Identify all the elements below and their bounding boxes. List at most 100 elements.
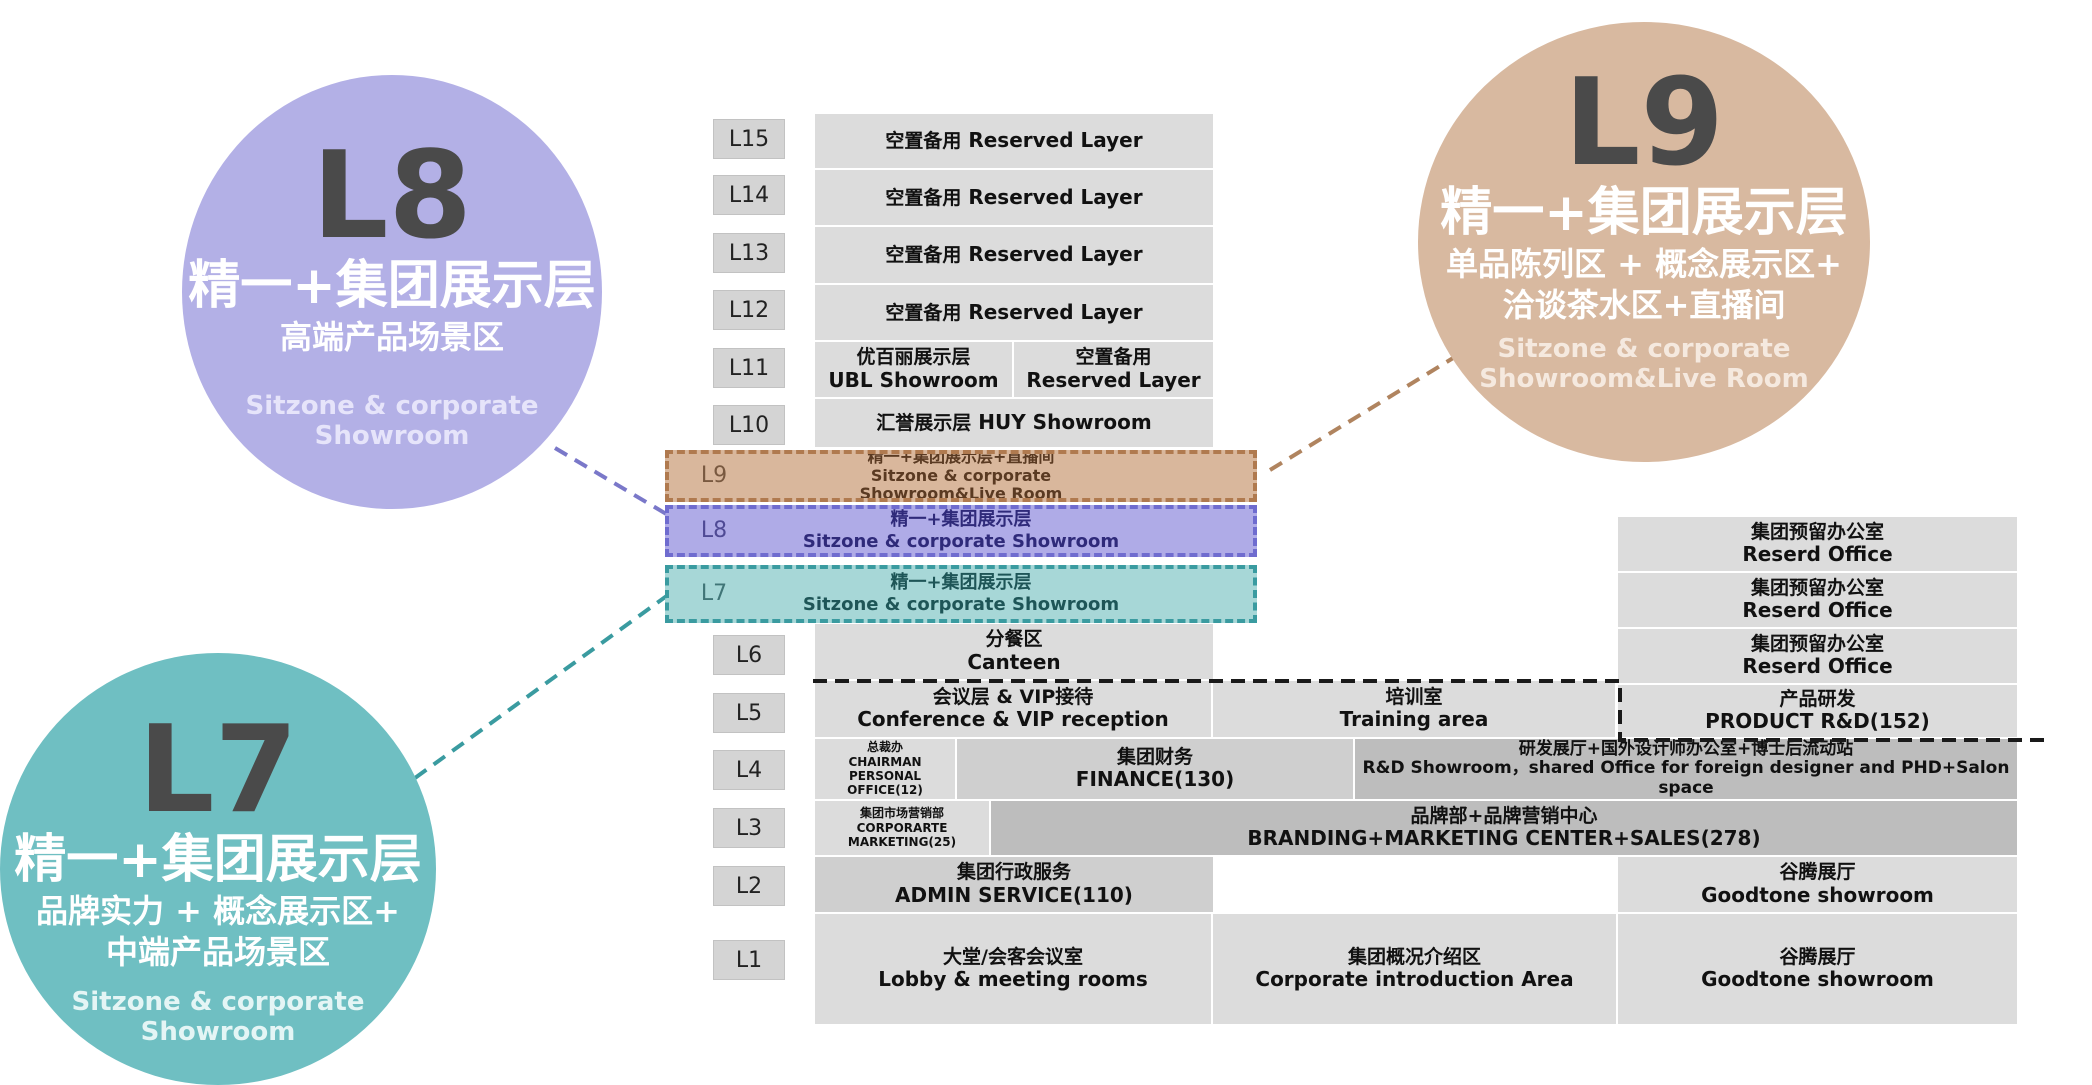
annex-3-zh: 集团预留办公室 — [1750, 632, 1884, 655]
floor-l1-intro-zh: 集团概况介绍区 — [1347, 945, 1481, 968]
floor-l7-highlight: L7 精一+集团展示层 Sitzone & corporate Showroom — [665, 565, 1257, 623]
floor-l4-finance: 集团财务 FINANCE(130) — [957, 737, 1355, 799]
floor-l4-chairman-zh: 总裁办 — [866, 740, 903, 755]
l7-connector — [413, 593, 670, 780]
floor-l8-zh: 精一+集团展示层 — [890, 508, 1032, 530]
floor-l9-level: L9 — [700, 463, 728, 489]
floor-l11-reserved: 空置备用 Reserved Layer — [1014, 340, 1213, 397]
l9-callout-title: 精一+集团展示层 — [1440, 183, 1848, 243]
l9-callout-en1: Sitzone & corporate — [1497, 333, 1791, 364]
annex-2-en: Reserd Office — [1742, 598, 1893, 623]
floor-l2-goodtone: 谷腾展厅 Goodtone showroom — [1618, 855, 2017, 912]
floor-l4-rnd-zh: 研发展厅+国外设计师办公室+博士后流动站 — [1518, 738, 1854, 759]
floor-l9-en2: Showroom&Live Room — [859, 484, 1063, 502]
floor-l3-branding: 品牌部+品牌营销中心 BRANDING+MARKETING CENTER+SAL… — [991, 799, 2017, 855]
floor-l1-goodtone: 谷腾展厅 Goodtone showroom — [1618, 912, 2017, 1024]
level-label-l6: L6 — [713, 635, 785, 675]
floor-l15: 空置备用 Reserved Layer — [815, 112, 1213, 168]
floor-l3-marketing: 集团市场营销部 CORPORARTE MARKETING(25) — [815, 799, 991, 855]
l9-callout-level: L9 — [1564, 54, 1724, 193]
floor-l10-en: HUY Showroom — [978, 410, 1152, 435]
floor-l2-admin-en: ADMIN SERVICE(110) — [895, 882, 1133, 907]
annex-4-en: PRODUCT R&D(152) — [1705, 709, 1930, 734]
floor-l5-conference-en: Conference & VIP reception — [857, 707, 1169, 732]
l7-callout-en2: Showroom — [140, 1016, 296, 1047]
floor-l8-en: Sitzone & corporate Showroom — [802, 531, 1120, 552]
floor-l2-admin-zh: 集团行政服务 — [956, 861, 1071, 884]
floor-l3-branding-en: BRANDING+MARKETING CENTER+SALES(278) — [1247, 826, 1761, 851]
floor-l5-training-zh: 培训室 — [1385, 685, 1443, 708]
floor-l3-marketing-en2: MARKETING(25) — [847, 835, 957, 850]
floor-l7-zh: 精一+集团展示层 — [890, 571, 1032, 593]
level-label-l2: L2 — [713, 866, 785, 906]
l8-callout-title: 精一+集团展示层 — [188, 256, 596, 316]
l9-callout-sub1: 单品陈列区 + 概念展示区+ — [1446, 244, 1842, 283]
floor-l14: 空置备用 Reserved Layer — [815, 168, 1213, 225]
floor-l8-highlight: L8 精一+集团展示层 Sitzone & corporate Showroom — [665, 505, 1257, 557]
floor-l5-conference-zh: 会议层 & VIP接待 — [932, 685, 1094, 708]
floor-l4-rnd-showroom: 研发展厅+国外设计师办公室+博士后流动站 R&D Showroom，shared… — [1355, 737, 2017, 799]
floor-l1-intro-en: Corporate introduction Area — [1255, 967, 1574, 992]
l7-callout-title: 精一+集团展示层 — [14, 830, 422, 890]
floor-l4-finance-en: FINANCE(130) — [1075, 767, 1235, 792]
level-label-l10: L10 — [713, 405, 785, 445]
floor-l11-reserved-en: Reserved Layer — [1026, 367, 1201, 392]
annex-reserved-office-2: 集团预留办公室 Reserd Office — [1618, 571, 2017, 627]
floor-l4-chairman: 总裁办 CHAIRMAN PERSONAL OFFICE(12) — [815, 737, 957, 799]
floor-l7-level: L7 — [700, 581, 728, 607]
floor-l6-en: Canteen — [967, 649, 1061, 674]
floor-l10-zh: 汇誉展示层 — [876, 412, 972, 435]
floor-l11-reserved-zh: 空置备用 — [1075, 346, 1152, 369]
l7-callout-sub2: 中端产品场景区 — [105, 933, 330, 972]
l8-callout-sub1: 高端产品场景区 — [279, 317, 504, 356]
floor-l9-en: Sitzone & corporate — [870, 465, 1052, 485]
annex-2-zh: 集团预留办公室 — [1750, 576, 1884, 599]
floor-l2-goodtone-zh: 谷腾展厅 — [1779, 861, 1856, 884]
floor-l4-chairman-en2: PERSONAL — [848, 769, 922, 783]
floor-l11-ubl-en: UBL Showroom — [828, 367, 999, 392]
floor-l3-marketing-zh: 集团市场营销部 — [859, 806, 944, 821]
floor-l9-highlight: L9 精一+集团展示层+直播间 Sitzone & corporate Show… — [665, 450, 1257, 502]
floor-l4-chairman-en3: OFFICE(12) — [847, 783, 923, 798]
floor-l13-en: Reserved Layer — [968, 242, 1143, 267]
floor-l12-zh: 空置备用 — [885, 301, 962, 324]
l7-callout-sub1: 品牌实力 + 概念展示区+ — [36, 891, 400, 930]
annex-1-zh: 集团预留办公室 — [1750, 520, 1884, 543]
floor-l1-lobby-zh: 大堂/会客会议室 — [943, 945, 1083, 968]
level-label-l1: L1 — [713, 940, 785, 980]
l9-callout-en2: Showroom&Live Room — [1479, 363, 1809, 394]
floor-l11-ubl: 优百丽展示层 UBL Showroom — [815, 340, 1014, 397]
floor-l8-level: L8 — [700, 518, 728, 544]
floor-l6-zh: 分餐区 — [985, 628, 1043, 651]
floor-l13-zh: 空置备用 — [885, 244, 962, 267]
level-label-l11: L11 — [713, 348, 785, 388]
floor-l15-en: Reserved Layer — [968, 128, 1143, 153]
floor-l5-conference: 会议层 & VIP接待 Conference & VIP reception — [815, 679, 1213, 737]
floor-l10: 汇誉展示层 HUY Showroom — [815, 397, 1213, 447]
level-label-l12: L12 — [713, 290, 785, 330]
floor-l7-en: Sitzone & corporate Showroom — [802, 594, 1120, 615]
annex-product-rnd: 产品研发 PRODUCT R&D(152) — [1618, 683, 2017, 737]
floor-l4-finance-zh: 集团财务 — [1116, 745, 1193, 768]
annex-1-en: Reserd Office — [1742, 542, 1893, 567]
l7-callout-circle: L7 精一+集团展示层 品牌实力 + 概念展示区+ 中端产品场景区 Sitzon… — [0, 653, 436, 1085]
floor-l2-admin: 集团行政服务 ADMIN SERVICE(110) — [815, 855, 1213, 912]
l7-callout-en1: Sitzone & corporate — [71, 986, 365, 1017]
level-label-l3: L3 — [713, 808, 785, 848]
level-label-l14: L14 — [713, 175, 785, 215]
floor-l2-goodtone-en: Goodtone showroom — [1701, 882, 1934, 907]
annex-4-zh: 产品研发 — [1779, 687, 1856, 710]
l8-callout-level: L8 — [312, 127, 472, 266]
floor-l1-goodtone-zh: 谷腾展厅 — [1779, 945, 1856, 968]
floor-l1-lobby: 大堂/会客会议室 Lobby & meeting rooms — [815, 912, 1213, 1024]
level-label-l15: L15 — [713, 119, 785, 159]
floor-l9-zh: 精一+集团展示层+直播间 — [867, 450, 1055, 467]
floor-l4-chairman-en: CHAIRMAN — [848, 754, 922, 769]
annex-3-en: Reserd Office — [1742, 654, 1893, 679]
floor-l6: 分餐区 Canteen — [815, 622, 1213, 679]
floor-l3-branding-zh: 品牌部+品牌营销中心 — [1410, 804, 1598, 827]
floor-l15-zh: 空置备用 — [885, 130, 962, 153]
floor-l1-corporate-intro: 集团概况介绍区 Corporate introduction Area — [1213, 912, 1618, 1024]
level-label-l4: L4 — [713, 750, 785, 790]
l8-callout-en1: Sitzone & corporate — [245, 391, 539, 422]
